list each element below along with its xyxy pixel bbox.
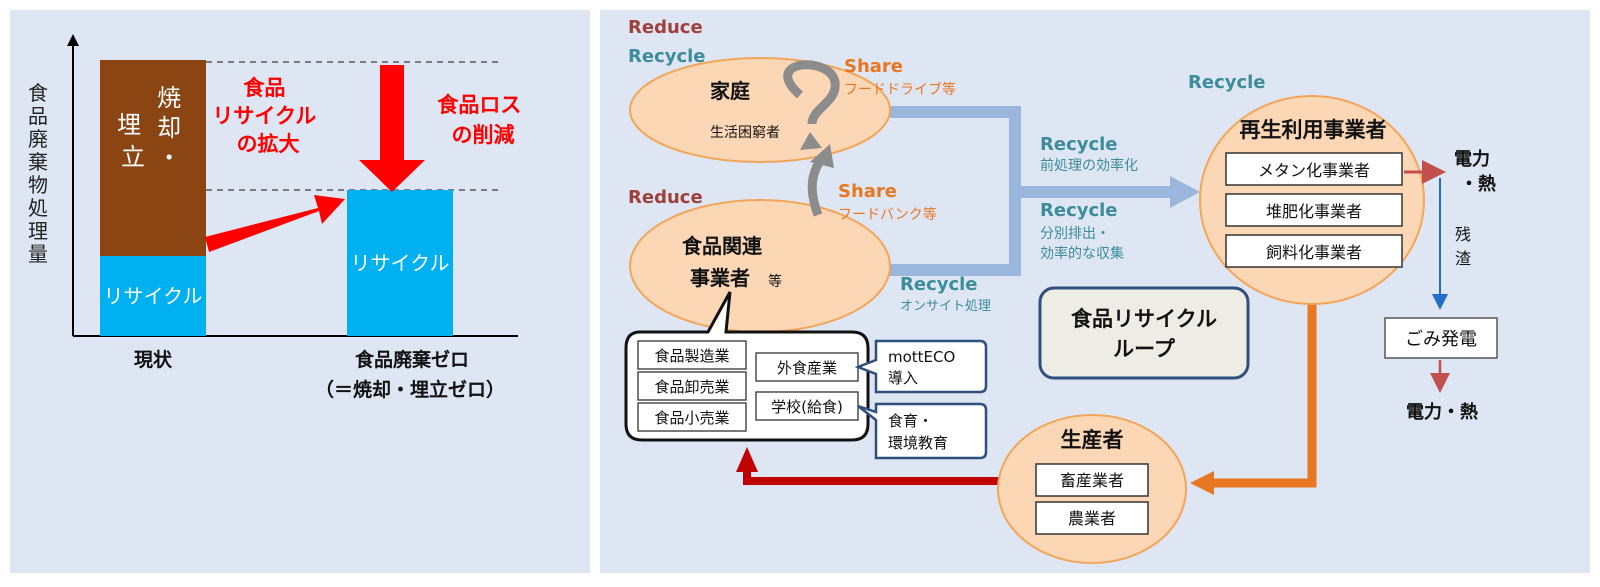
flow-recycler-to-producer [1212, 298, 1317, 488]
food-business-reduce-label: Reduce [628, 187, 703, 208]
y-axis-label: 食品廃棄物処理量 [28, 81, 48, 266]
shokuiku-callout [857, 402, 988, 460]
flow-arrowhead [1170, 176, 1200, 208]
bar-zero-recycle-label: リサイクル [351, 251, 450, 275]
business-type-manufacturing: 食品製造業 [654, 347, 729, 365]
recycler-recycle-label: Recycle [1188, 72, 1266, 93]
recycle-sep-label: Recycle [1040, 200, 1118, 221]
business-types-right: 外食産業 学校(給食) [755, 352, 859, 421]
recycler-item-feed: 飼料化事業者 [1266, 243, 1362, 262]
shokuiku-label-1: 食育・ [888, 412, 933, 430]
food-business-title-1: 食品関連 [682, 234, 763, 258]
producer-item-box [1035, 463, 1149, 497]
power-heat-1-b: ・熱 [1460, 173, 1496, 195]
business-type-wholesale: 食品卸売業 [654, 378, 729, 396]
producer-title: 生産者 [1061, 428, 1124, 452]
business-type-retail: 食品小売業 [654, 409, 729, 427]
x-label-zero: 食品廃棄ゼロ [355, 348, 469, 371]
producer-item-livestock: 畜産業者 [1060, 471, 1124, 490]
loop-title-1: 食品リサイクル [1071, 307, 1217, 331]
mottECO-sub: 導入 [888, 369, 918, 387]
food-business-suffix: 等 [768, 273, 782, 290]
household-ellipse [629, 57, 891, 163]
recycle-sep-desc-2: 効率的な収集 [1040, 245, 1124, 262]
business-type-box [637, 371, 747, 401]
recycle-sep-desc-1: 分別排出・ [1040, 226, 1110, 242]
recycle-expand-label: 食品 リサイクル の拡大 [212, 76, 323, 156]
bar-zero-recycle [347, 190, 453, 336]
household-title: 家庭 [710, 79, 750, 103]
recycle-expand-arrow [205, 195, 345, 252]
mottECO-callout [854, 339, 988, 394]
share-bank-arrowhead [810, 144, 834, 168]
business-types-left: 食品製造業 食品卸売業 食品小売業 [637, 340, 747, 432]
food-business-title-2: 事業者 [690, 266, 750, 290]
recycle-pre-label: Recycle [1040, 134, 1118, 155]
waste-power-label: ごみ発電 [1405, 329, 1477, 350]
flow-recycler-to-producer-head [1190, 471, 1214, 495]
flow-household-to-recycler [875, 106, 1021, 192]
bar-current-incineration [100, 60, 206, 256]
recycle-onsite-desc: オンサイト処理 [900, 299, 991, 314]
recycler-title: 再生利用事業者 [1240, 118, 1387, 142]
loop-title-2: ループ [1113, 337, 1176, 361]
food-loss-label: 食品ロス の削減 [437, 93, 528, 147]
x-label-current: 現状 [134, 348, 173, 371]
household-subtitle: 生活困窮者 [710, 125, 780, 141]
flow-business-to-recycler [885, 188, 1021, 276]
shokuiku-label-2: 環境教育 [888, 434, 948, 452]
business-type-box [755, 391, 859, 421]
bar-current-incineration-label: 焼 却 ・ 埋 立 [117, 84, 189, 172]
producer-item-farmer: 農業者 [1068, 509, 1116, 528]
bar-current-recycle [100, 256, 206, 336]
waste-power-box [1384, 317, 1498, 359]
producer-item-box [1035, 501, 1149, 535]
y-axis-arrowhead [67, 34, 79, 46]
food-loss-reduction-arrow [359, 65, 425, 192]
business-type-box [637, 340, 747, 370]
business-type-restaurant: 外食産業 [777, 359, 837, 377]
mottECO-label: mottECO [888, 348, 955, 366]
recycler-item-methane: メタン化事業者 [1258, 161, 1370, 180]
household-reduce-label: Reduce [628, 17, 703, 38]
recycler-item-box [1225, 193, 1403, 227]
x-label-zero-sub: （＝焼却・埋立ゼロ） [315, 378, 505, 401]
loop-title-box [1038, 286, 1250, 380]
recycler-item-box [1225, 152, 1403, 186]
household-recycle-label: Recycle [628, 46, 706, 67]
share-bank-label: Share [838, 181, 897, 202]
business-type-school: 学校(給食) [771, 398, 843, 416]
residue-label-b: 渣 [1455, 249, 1471, 268]
recycler-item-box [1225, 234, 1403, 268]
flow-producer-to-business [743, 470, 1000, 485]
share-drive-label: Share [844, 56, 903, 77]
bar-current-recycle-label: リサイクル [104, 284, 203, 308]
recycler-item-compost: 堆肥化事業者 [1266, 202, 1362, 221]
share-drive-desc: フードドライブ等 [844, 81, 956, 98]
power-heat-1-a: 電力 [1454, 149, 1490, 170]
share-drive-arrowhead [800, 132, 822, 150]
recycle-pre-desc: 前処理の効率化 [1040, 157, 1138, 174]
residue-label-a: 残 [1455, 225, 1471, 244]
recycler-items: メタン化事業者 堆肥化事業者 飼料化事業者 [1225, 152, 1403, 268]
business-type-box [637, 402, 747, 432]
flow-producer-to-business-head [736, 447, 758, 472]
share-drive-arrow [783, 60, 840, 125]
share-bank-desc: フードバンク等 [838, 206, 937, 223]
recycle-onsite-label: Recycle [900, 274, 978, 295]
power-heat-2: 電力・熱 [1406, 401, 1478, 423]
